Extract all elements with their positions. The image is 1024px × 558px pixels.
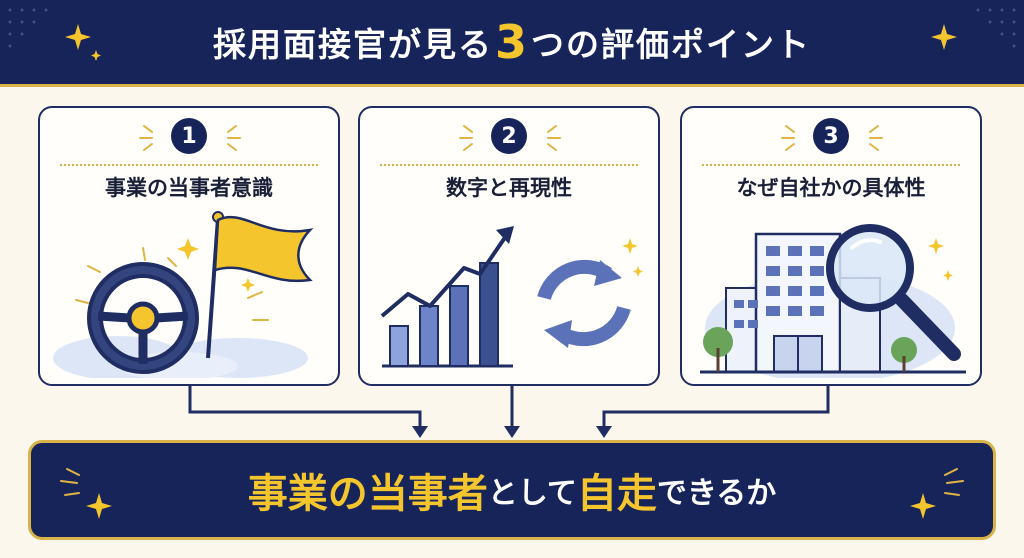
point-card-1: 1 事業の当事者意識 bbox=[38, 106, 340, 386]
header-bar: 採用面接官が見る 3 つの評価ポイント bbox=[0, 0, 1024, 84]
conclusion-banner: 事業の当事者 として 自走 できるか bbox=[28, 440, 996, 540]
dotted-divider bbox=[702, 164, 960, 166]
dotted-divider bbox=[380, 164, 638, 166]
office-building-and-magnifier-icon bbox=[700, 224, 966, 378]
title-part1: 採用面接官が見る bbox=[212, 25, 493, 64]
point-card-2: 2 数字と再現性 bbox=[358, 106, 660, 386]
sparkle-icon bbox=[60, 468, 112, 519]
sparkle-icon bbox=[931, 24, 957, 50]
banner-message: 事業の当事者 として 自走 できるか bbox=[31, 443, 993, 537]
number-badge: 2 bbox=[491, 118, 527, 154]
banner-part3: 自走 bbox=[576, 471, 657, 517]
sparkle-lines-icon bbox=[459, 125, 561, 151]
page-title: 採用面接官が見る 3 つの評価ポイント bbox=[0, 0, 1024, 84]
sparkle-icon bbox=[910, 468, 964, 519]
banner-part1: 事業の当事者 bbox=[247, 471, 488, 517]
point-card-3: 3 なぜ自社かの具体性 bbox=[680, 106, 982, 386]
sparkle-lines-icon bbox=[781, 125, 883, 151]
card-title: なぜ自社かの具体性 bbox=[736, 176, 926, 200]
title-part2: つの評価ポイント bbox=[531, 25, 811, 64]
number-badge: 1 bbox=[171, 118, 207, 154]
card-title: 数字と再現性 bbox=[446, 176, 572, 200]
number-badge: 3 bbox=[813, 118, 849, 154]
header-gold-line bbox=[0, 84, 1024, 87]
steering-wheel-and-flag-icon bbox=[53, 211, 314, 378]
banner-part4: できるか bbox=[656, 476, 777, 511]
card-title: 事業の当事者意識 bbox=[105, 176, 273, 200]
decorative-dots-right bbox=[976, 8, 1016, 48]
sparkle-icon bbox=[65, 24, 101, 61]
title-highlight: 3 bbox=[494, 15, 529, 69]
growth-chart-and-cycle-icon bbox=[380, 226, 643, 368]
decorative-dots-left bbox=[8, 8, 48, 48]
sparkle-lines-icon bbox=[139, 125, 241, 151]
banner-part2: として bbox=[487, 476, 577, 511]
dotted-divider bbox=[60, 164, 318, 166]
